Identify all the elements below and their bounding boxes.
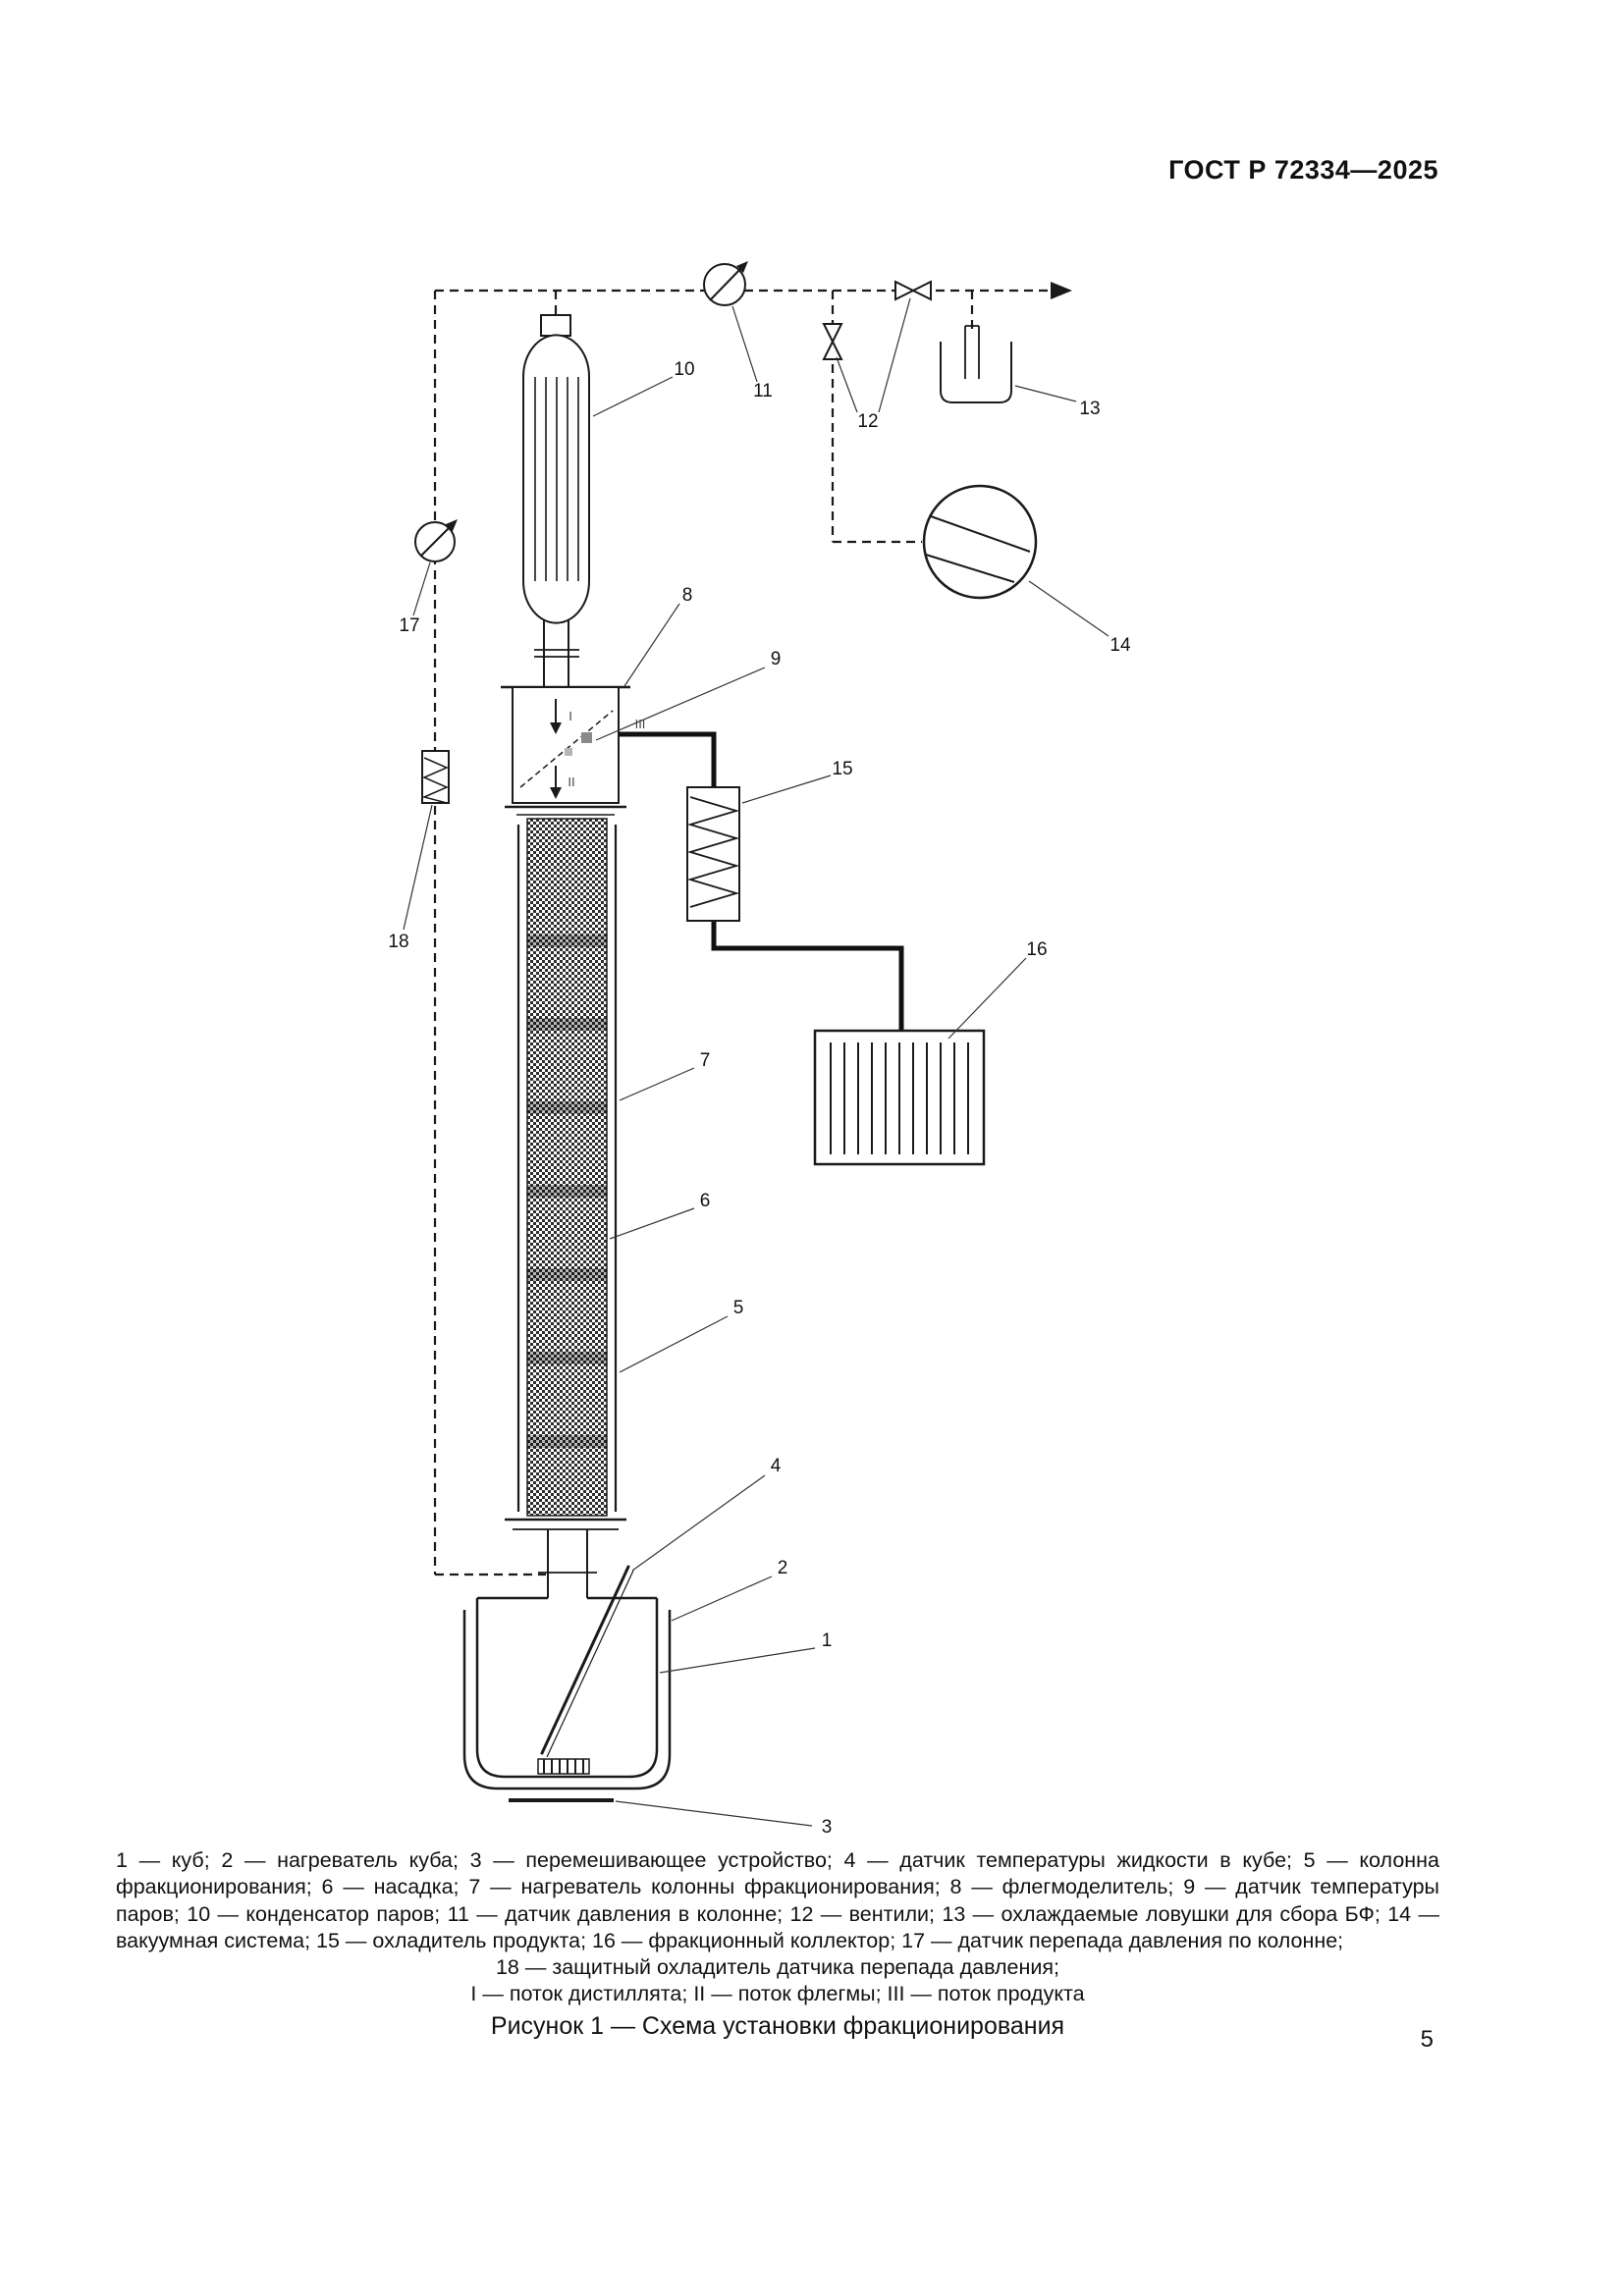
column-heater (516, 825, 618, 1512)
legend-flows: I — поток дистиллята; II — поток флегмы;… (470, 1982, 1085, 2006)
label-11: 11 (753, 381, 773, 401)
label-9: 9 (771, 649, 782, 669)
label-10: 10 (674, 359, 694, 380)
label-17: 17 (399, 615, 419, 636)
vapor-condenser (522, 314, 590, 687)
diagram-labels: 10 11 12 13 14 8 9 15 16 7 6 5 4 2 1 3 1… (388, 359, 1131, 1838)
label-16: 16 (1026, 939, 1047, 960)
label-2: 2 (778, 1558, 788, 1578)
legend-line-18: 18 — защитный охладитель датчика перепад… (495, 1955, 1060, 1980)
page-number: 5 (1420, 2026, 1434, 2053)
flow-mark-reflux: II (568, 774, 574, 789)
pot-heater (462, 1610, 672, 1790)
product-line (619, 731, 904, 1031)
label-13: 13 (1079, 399, 1100, 419)
legend-paragraph: 1 — куб; 2 — нагреватель куба; 3 — перем… (116, 1848, 1439, 1952)
label-8: 8 (682, 585, 693, 606)
figure-caption: Рисунок 1 — Схема установки фракциониров… (490, 2012, 1065, 2040)
sensor-protective-cooler (421, 750, 450, 804)
flow-marks: I II III (568, 709, 645, 789)
reflux-divider (501, 685, 630, 804)
column-pressure-sensor (703, 261, 748, 306)
diff-pressure-sensor (414, 519, 458, 562)
label-15: 15 (832, 759, 852, 779)
liquid-temp-sensor (540, 1565, 630, 1755)
fractionation-column (505, 805, 626, 1598)
flow-mark-distillate: I (568, 709, 572, 723)
label-3: 3 (822, 1817, 833, 1838)
label-12: 12 (857, 411, 878, 432)
vacuum-pump (922, 484, 1038, 600)
label-7: 7 (700, 1050, 711, 1071)
label-6: 6 (700, 1191, 711, 1211)
label-leaders (403, 297, 1110, 1827)
cold-trap (940, 325, 1012, 403)
vapor-temp-sensor-tip (581, 732, 592, 743)
label-4: 4 (771, 1456, 782, 1476)
column-packing (526, 818, 608, 1517)
figure-legend: 1 — куб; 2 — нагреватель куба; 3 — перем… (116, 1847, 1439, 2008)
vacuum-valves (822, 280, 932, 360)
vent-arrow (1051, 282, 1072, 299)
document-header: ГОСТ Р 72334—2025 (1168, 155, 1438, 185)
still-pot (462, 1565, 672, 1802)
vacuum-line-network (433, 289, 1051, 1576)
label-1: 1 (822, 1630, 833, 1651)
label-18: 18 (388, 932, 408, 952)
fraction-collector (813, 1029, 986, 1166)
label-14: 14 (1110, 635, 1131, 656)
flow-mark-product: III (635, 717, 646, 731)
label-5: 5 (733, 1298, 744, 1318)
product-cooler (686, 786, 740, 922)
stirrer (537, 1758, 590, 1775)
